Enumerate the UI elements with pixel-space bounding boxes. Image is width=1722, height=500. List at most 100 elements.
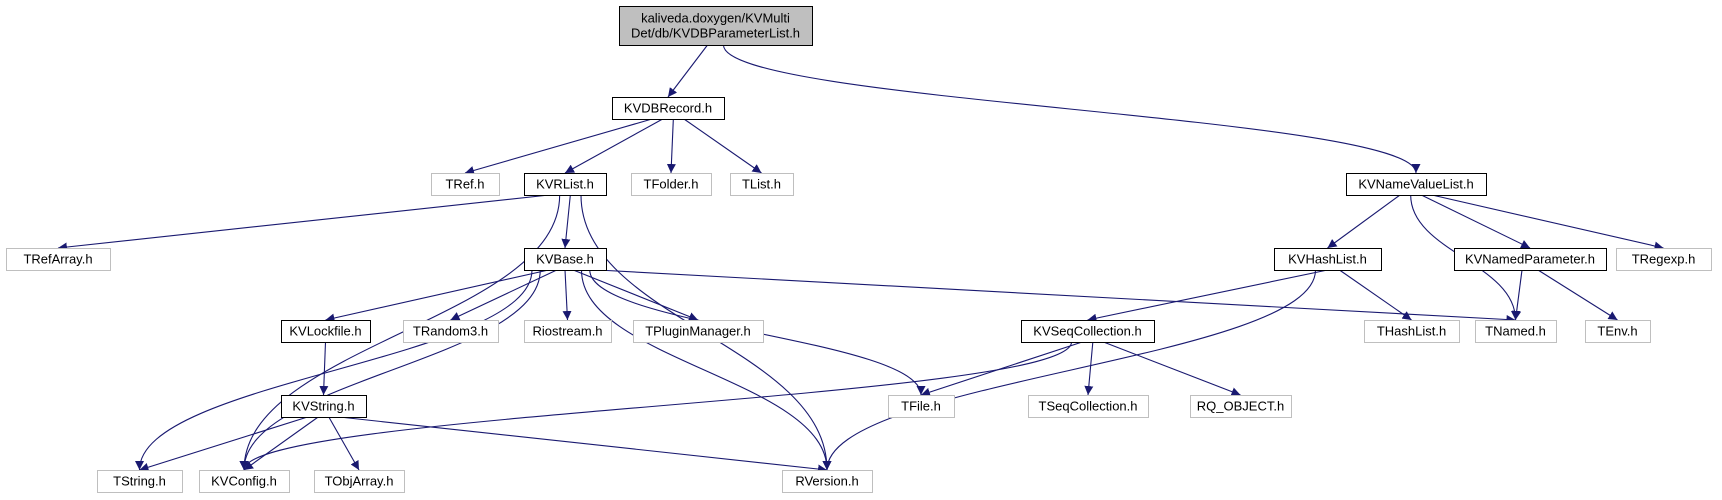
- node-root[interactable]: kaliveda.doxygen/KVMultiDet/db/KVDBParam…: [619, 6, 813, 46]
- node-box: [281, 395, 367, 418]
- node-label: TRegexp.h: [1632, 252, 1696, 267]
- node-label: RQ_OBJECT.h: [1197, 399, 1284, 414]
- edge-line: [573, 269, 699, 321]
- node-box: [431, 173, 500, 196]
- edge-kvnamedparameter-to-tnamed: [1512, 269, 1523, 321]
- edge-line: [1103, 341, 1241, 396]
- node-tfolder: TFolder.h: [631, 173, 712, 196]
- node-box: [1475, 320, 1557, 343]
- node-riostream: Riostream.h: [524, 320, 612, 343]
- node-tfile: TFile.h: [888, 395, 955, 418]
- node-tnamed: TNamed.h: [1475, 320, 1557, 343]
- node-tref: TRef.h: [431, 173, 500, 196]
- node-tobjarray: TObjArray.h: [314, 470, 405, 493]
- edge-line: [1512, 269, 1523, 321]
- node-label: KVBase.h: [536, 252, 594, 267]
- node-kvbase[interactable]: KVBase.h: [524, 248, 607, 271]
- node-label: kaliveda.doxygen/KVMulti: [641, 11, 790, 26]
- node-label: KVHashList.h: [1288, 252, 1367, 267]
- node-box: [1190, 395, 1292, 418]
- node-label: KVNameValueList.h: [1358, 177, 1473, 192]
- node-rversion: RVersion.h: [782, 470, 873, 493]
- node-box: [1364, 320, 1460, 343]
- edge-line: [239, 341, 1073, 471]
- edge-kvstring-to-kvconfig: [243, 416, 319, 471]
- edge-line: [1431, 194, 1664, 251]
- node-label: Riostream.h: [532, 324, 602, 339]
- node-label: TString.h: [113, 474, 166, 489]
- node-box: [524, 248, 607, 271]
- node-kvrlist[interactable]: KVRList.h: [524, 173, 607, 196]
- node-label: TEnv.h: [1597, 324, 1637, 339]
- node-box: [1274, 248, 1382, 271]
- edge-line: [597, 269, 1516, 325]
- edge-line: [683, 118, 762, 174]
- edge-kvnamedparameter-to-tenv: [1537, 269, 1618, 321]
- node-box: [1346, 173, 1487, 196]
- edge-line: [339, 416, 828, 474]
- edge-kvhashlist-to-rversion: [822, 269, 1317, 471]
- node-label: KVRList.h: [536, 177, 594, 192]
- edge-line: [1087, 269, 1328, 323]
- edge-kvdbrecord-to-tref: [464, 118, 653, 175]
- edge-line: [57, 194, 550, 252]
- node-box: [1454, 248, 1607, 271]
- node-box: [619, 6, 813, 46]
- edge-root-to-kvnamevaluelist: [722, 44, 1421, 174]
- node-box: [6, 248, 111, 271]
- node-box: [730, 173, 794, 196]
- edge-kvnamevaluelist-to-kvnamedparameter: [1421, 194, 1531, 249]
- edge-kvseqcollection-to-rqobject: [1103, 341, 1241, 396]
- edge-kvnamevaluelist-to-tregexp: [1431, 194, 1664, 251]
- edge-kvbase-to-tstring: [135, 269, 533, 471]
- edge-line: [666, 118, 676, 174]
- edge-line: [722, 44, 1421, 174]
- node-kvnamevaluelist[interactable]: KVNameValueList.h: [1346, 173, 1487, 196]
- edge-kvrlist-to-kvconfig: [239, 194, 561, 471]
- node-box: [1585, 320, 1651, 343]
- node-label: THashList.h: [1377, 324, 1446, 339]
- node-label: KVDBRecord.h: [624, 101, 712, 116]
- node-kvlockfile[interactable]: KVLockfile.h: [281, 320, 371, 343]
- edge-line: [1084, 341, 1094, 396]
- edge-line: [325, 269, 549, 323]
- node-box: [97, 470, 183, 493]
- node-label: RVersion.h: [795, 474, 858, 489]
- edge-kvstring-to-tobjarray: [328, 416, 360, 471]
- node-box: [403, 320, 499, 343]
- edge-kvlockfile-to-kvstring: [319, 341, 329, 396]
- node-box: [314, 470, 405, 493]
- node-tseqcollection: TSeqCollection.h: [1028, 395, 1149, 418]
- node-tenv: TEnv.h: [1585, 320, 1651, 343]
- node-thashlist: THashList.h: [1364, 320, 1460, 343]
- edge-line: [1537, 269, 1618, 321]
- node-label: TRef.h: [445, 177, 484, 192]
- node-box: [1616, 248, 1712, 271]
- edge-line: [1421, 194, 1531, 249]
- edge-kvbase-to-kvconfig: [239, 269, 541, 471]
- node-box: [524, 320, 612, 343]
- edge-kvbase-to-kvlockfile: [325, 269, 549, 323]
- edge-line: [561, 194, 571, 249]
- node-box: [524, 173, 607, 196]
- node-label: KVSeqCollection.h: [1033, 324, 1141, 339]
- node-kvstring[interactable]: KVString.h: [281, 395, 367, 418]
- node-label: KVString.h: [292, 399, 354, 414]
- edge-line: [243, 416, 319, 471]
- node-box: [199, 470, 290, 493]
- node-kvdbrecord[interactable]: KVDBRecord.h: [612, 97, 725, 120]
- node-kvnamedparameter[interactable]: KVNamedParameter.h: [1454, 248, 1607, 271]
- edge-line: [139, 416, 308, 472]
- node-box: [281, 320, 371, 343]
- node-kvseqcollection[interactable]: KVSeqCollection.h: [1021, 320, 1155, 343]
- node-box: [612, 97, 725, 120]
- node-kvhashlist[interactable]: KVHashList.h: [1274, 248, 1382, 271]
- edge-kvbase-to-rversion: [580, 269, 832, 471]
- edge-kvstring-to-rversion: [339, 416, 828, 474]
- edge-line: [239, 269, 541, 471]
- edge-kvbase-to-tpluginmanager: [573, 269, 699, 321]
- node-label: TList.h: [742, 177, 781, 192]
- node-box: [782, 470, 873, 493]
- node-tlist: TList.h: [730, 173, 794, 196]
